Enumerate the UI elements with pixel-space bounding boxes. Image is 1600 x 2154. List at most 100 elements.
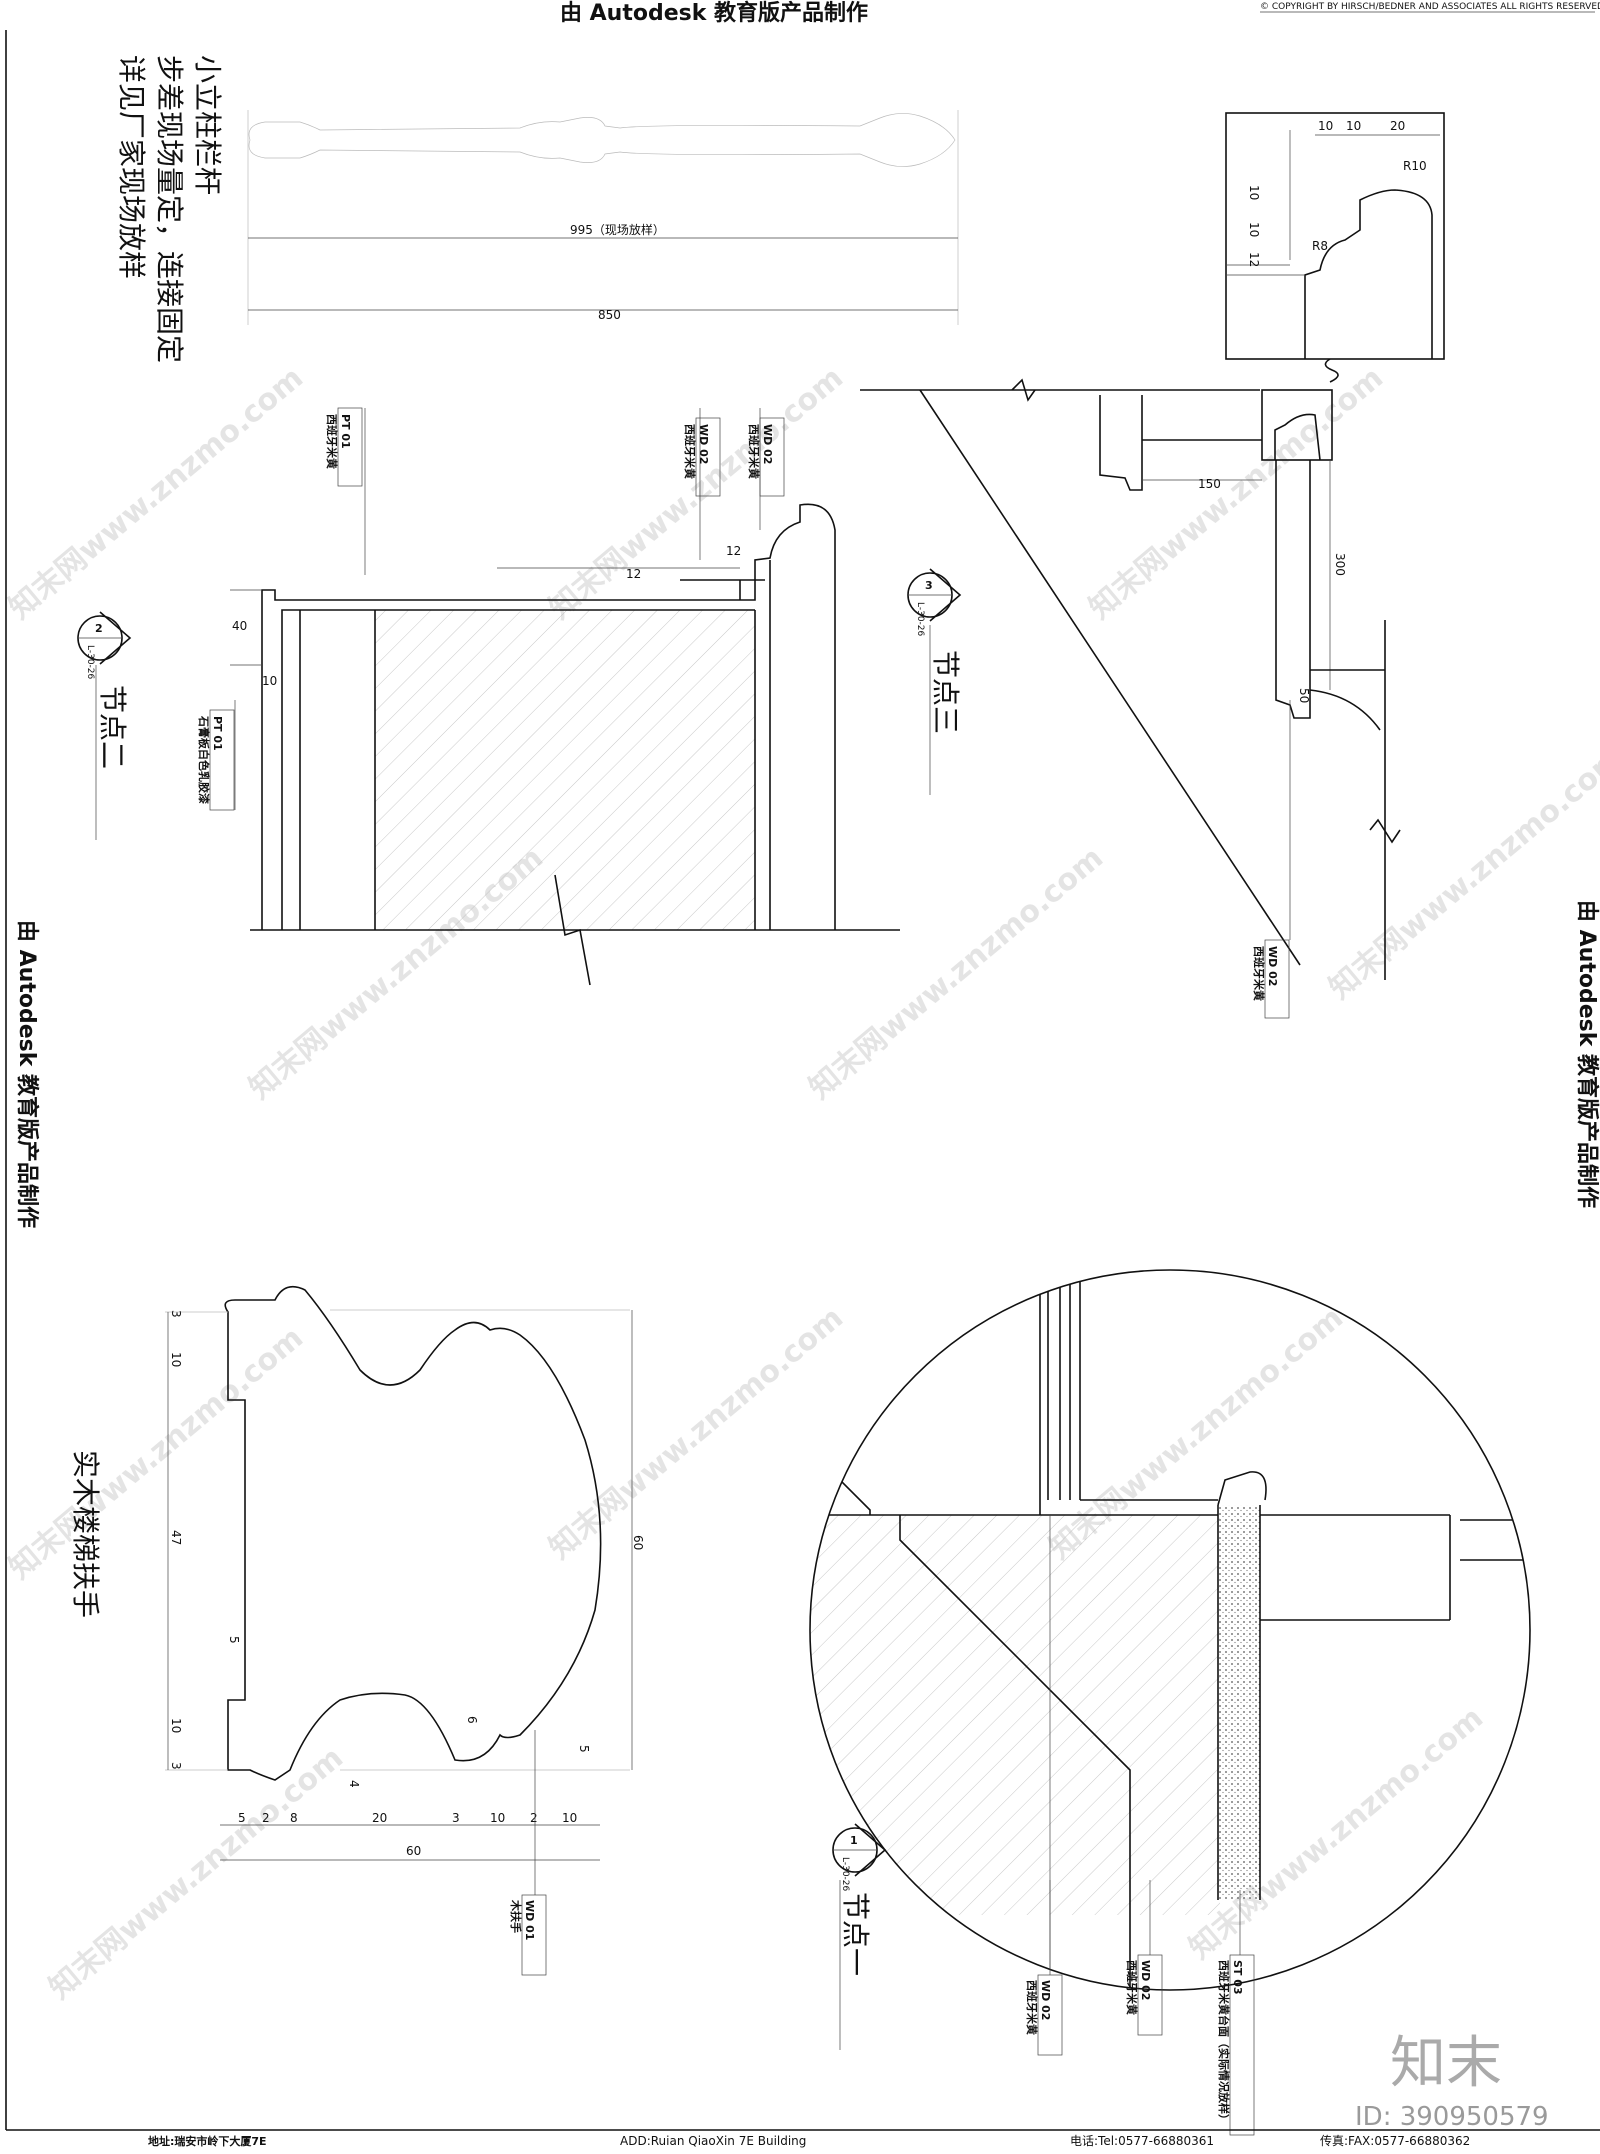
- node3-dim-10c: 10: [1247, 185, 1261, 200]
- node-2-section: 40 10 12 12 PT 01 西班牙米黄 WD 02 西班牙米黄 WD 0…: [77, 407, 900, 986]
- watermark: 知末网www.znzmo.com: [1083, 360, 1390, 626]
- node2-wd02-b-desc: 西班牙米黄: [747, 424, 761, 479]
- node-3-section: 10 10 20 R10 10 10 12 R8 150 300 50 WD 0…: [860, 112, 1445, 1019]
- dim-995: 995（现场放样）: [570, 222, 665, 237]
- hr-vdim-5: 5: [227, 1636, 241, 1644]
- baluster-elevation: 995（现场放样） 850: [247, 110, 959, 325]
- node2-pt01-top: PT 01: [339, 414, 352, 449]
- node2-callout-tag: 2 L-30-26: [77, 611, 132, 680]
- hr-dim-60-right: 60: [631, 1535, 645, 1550]
- hr-wd01: WD 01: [523, 1900, 536, 1940]
- node3-wd02: WD 02: [1266, 946, 1279, 986]
- tag-pt01-top: [337, 407, 363, 487]
- hr-hdim-8: 8: [290, 1811, 298, 1825]
- hr-inner-6: 6: [465, 1716, 479, 1724]
- node3-dim-10b: 10: [1346, 119, 1361, 133]
- node1-detail-circle: [809, 1269, 1531, 1991]
- tag-node1-st03: [1229, 1954, 1255, 2136]
- header-left: 由 Autodesk 教育版产品制作: [14, 920, 40, 1228]
- node3-dim-10a: 10: [1318, 119, 1333, 133]
- notes: 小立柱栏杆 步差现场量定，连接固定 详见厂家现场放样: [115, 55, 224, 363]
- hr-hdim-3: 3: [452, 1811, 460, 1825]
- node3-title: 节点三: [929, 650, 962, 734]
- node1-title: 节点一: [839, 1892, 872, 1976]
- hr-hdim-10b: 10: [562, 1811, 577, 1825]
- node2-pt01-bot-desc: 石膏板白色乳胶漆: [197, 715, 211, 804]
- tag-node1-wd02-b: [1137, 1954, 1163, 2036]
- hr-vdim-47: 47: [169, 1530, 183, 1545]
- node2-pt01-top-desc: 西班牙米黄: [325, 414, 339, 469]
- node2-tag-num: 2: [95, 622, 103, 635]
- node1-wd02-b-desc: 西班牙米黄: [1125, 1960, 1139, 2015]
- tag-hr-wd01: [521, 1894, 547, 1976]
- node3-dim-10d: 10: [1247, 222, 1261, 237]
- watermark: 知末网www.znzmo.com: [3, 1320, 310, 1586]
- copyright: © COPYRIGHT BY HIRSCH/BEDNER AND ASSOCIA…: [1260, 2, 1600, 12]
- tag-node1-wd02-a: [1037, 1974, 1063, 2056]
- hr-inner-4: 4: [347, 1780, 361, 1788]
- node3-dim-50: 50: [1297, 688, 1311, 703]
- header-top: 由 Autodesk 教育版产品制作: [560, 0, 868, 26]
- tag-wd02-b: [759, 417, 785, 497]
- node1-tag-num: 1: [850, 1834, 858, 1847]
- node2-dim-10: 10: [262, 674, 277, 688]
- handrail-title: 实木楼梯扶手: [69, 1450, 102, 1618]
- hr-vdim-10b: 10: [169, 1718, 183, 1733]
- hr-wd01-desc: 木扶手: [509, 1899, 523, 1933]
- node3-dim-300: 300: [1333, 553, 1347, 576]
- watermark: 知末网www.znzmo.com: [1323, 740, 1600, 1006]
- hr-hdim-10a: 10: [490, 1811, 505, 1825]
- header-right: 由 Autodesk 教育版产品制作: [1574, 900, 1600, 1208]
- hr-vdim-10a: 10: [169, 1352, 183, 1367]
- node1-wd02-b: WD 02: [1139, 1960, 1152, 2000]
- node3-dim-150: 150: [1198, 477, 1221, 491]
- node-1-section: WD 02 西班牙米黄 WD 02 西班牙米黄 ST 03 西班牙米黄台面（实际…: [809, 1269, 1531, 2136]
- node3-dim-12: 12: [1247, 252, 1261, 267]
- node2-dim-12a: 12: [626, 567, 641, 581]
- node1-callout-tag: 1 L-30-26: [832, 1823, 887, 1892]
- hr-hdim-2a: 2: [262, 1811, 270, 1825]
- handrail-profile: 3 10 47 5 10 3 60 5 2 8 20 3 10 2 10 60 …: [69, 1285, 645, 1976]
- node2-pt01-bot: PT 01: [211, 716, 224, 751]
- node1-wd02-a-desc: 西班牙米黄: [1025, 1980, 1039, 2035]
- node1-wd02-a: WD 02: [1039, 1980, 1052, 2020]
- node3-wd02-desc: 西班牙米黄: [1252, 946, 1266, 1001]
- node1-tag-ref: L-30-26: [840, 1857, 850, 1892]
- note-line1: 小立柱栏杆: [191, 55, 224, 195]
- hr-vdim-3b: 3: [169, 1762, 183, 1770]
- hr-hdim-20: 20: [372, 1811, 387, 1825]
- footer-id: ID: 390950579: [1355, 2102, 1549, 2132]
- node3-dim-20: 20: [1390, 119, 1405, 133]
- footer-fax: 传真:FAX:0577-66880362: [1320, 2133, 1470, 2148]
- watermark: 知末网www.znzmo.com: [43, 1740, 350, 2006]
- node3-detail-frame: [1225, 112, 1445, 360]
- watermark-layer: 知末网www.znzmo.com 知末网www.znzmo.com 知末网www…: [3, 360, 1600, 2006]
- node3-dim-r10: R10: [1403, 159, 1427, 173]
- hr-hdim-5: 5: [238, 1811, 246, 1825]
- footer-addr-cn: 地址:瑞安市岭下大厦7E: [148, 2134, 267, 2148]
- node2-dim-40: 40: [232, 619, 247, 633]
- node2-wd02-b: WD 02: [761, 424, 774, 464]
- node1-st03: ST 03: [1231, 1960, 1244, 1995]
- node3-tag-ref: L-30-26: [915, 602, 925, 637]
- tag-wd02-a: [695, 417, 721, 497]
- hr-hdim-2b: 2: [530, 1811, 538, 1825]
- watermark: 知末网www.znzmo.com: [3, 360, 310, 626]
- node2-wd02-a: WD 02: [697, 424, 710, 464]
- node3-callout-tag: 3 L-30-26: [907, 568, 962, 637]
- node2-tag-ref: L-30-26: [85, 645, 95, 680]
- watermark: 知末网www.znzmo.com: [543, 1300, 850, 1566]
- footer: 地址:瑞安市岭下大厦7E ADD:Ruian QiaoXin 7E Buildi…: [6, 2031, 1600, 2148]
- hr-vdim-3a: 3: [169, 1310, 183, 1318]
- note-line3: 详见厂家现场放样: [115, 55, 148, 279]
- node2-dim-12b: 12: [726, 544, 741, 558]
- note-line2: 步差现场量定，连接固定: [153, 55, 186, 363]
- footer-tel: 电话:Tel:0577-66880361: [1070, 2134, 1214, 2148]
- tag-pt01-bot: [209, 709, 235, 811]
- tag-node3-wd02: [1264, 939, 1290, 1019]
- node1-st03-desc: 西班牙米黄台面（实际情况放样）: [1217, 1960, 1231, 2125]
- watermark: 知末网www.znzmo.com: [803, 840, 1110, 1106]
- footer-brand: 知末: [1390, 2031, 1502, 2096]
- node3-dim-r8: R8: [1312, 239, 1328, 253]
